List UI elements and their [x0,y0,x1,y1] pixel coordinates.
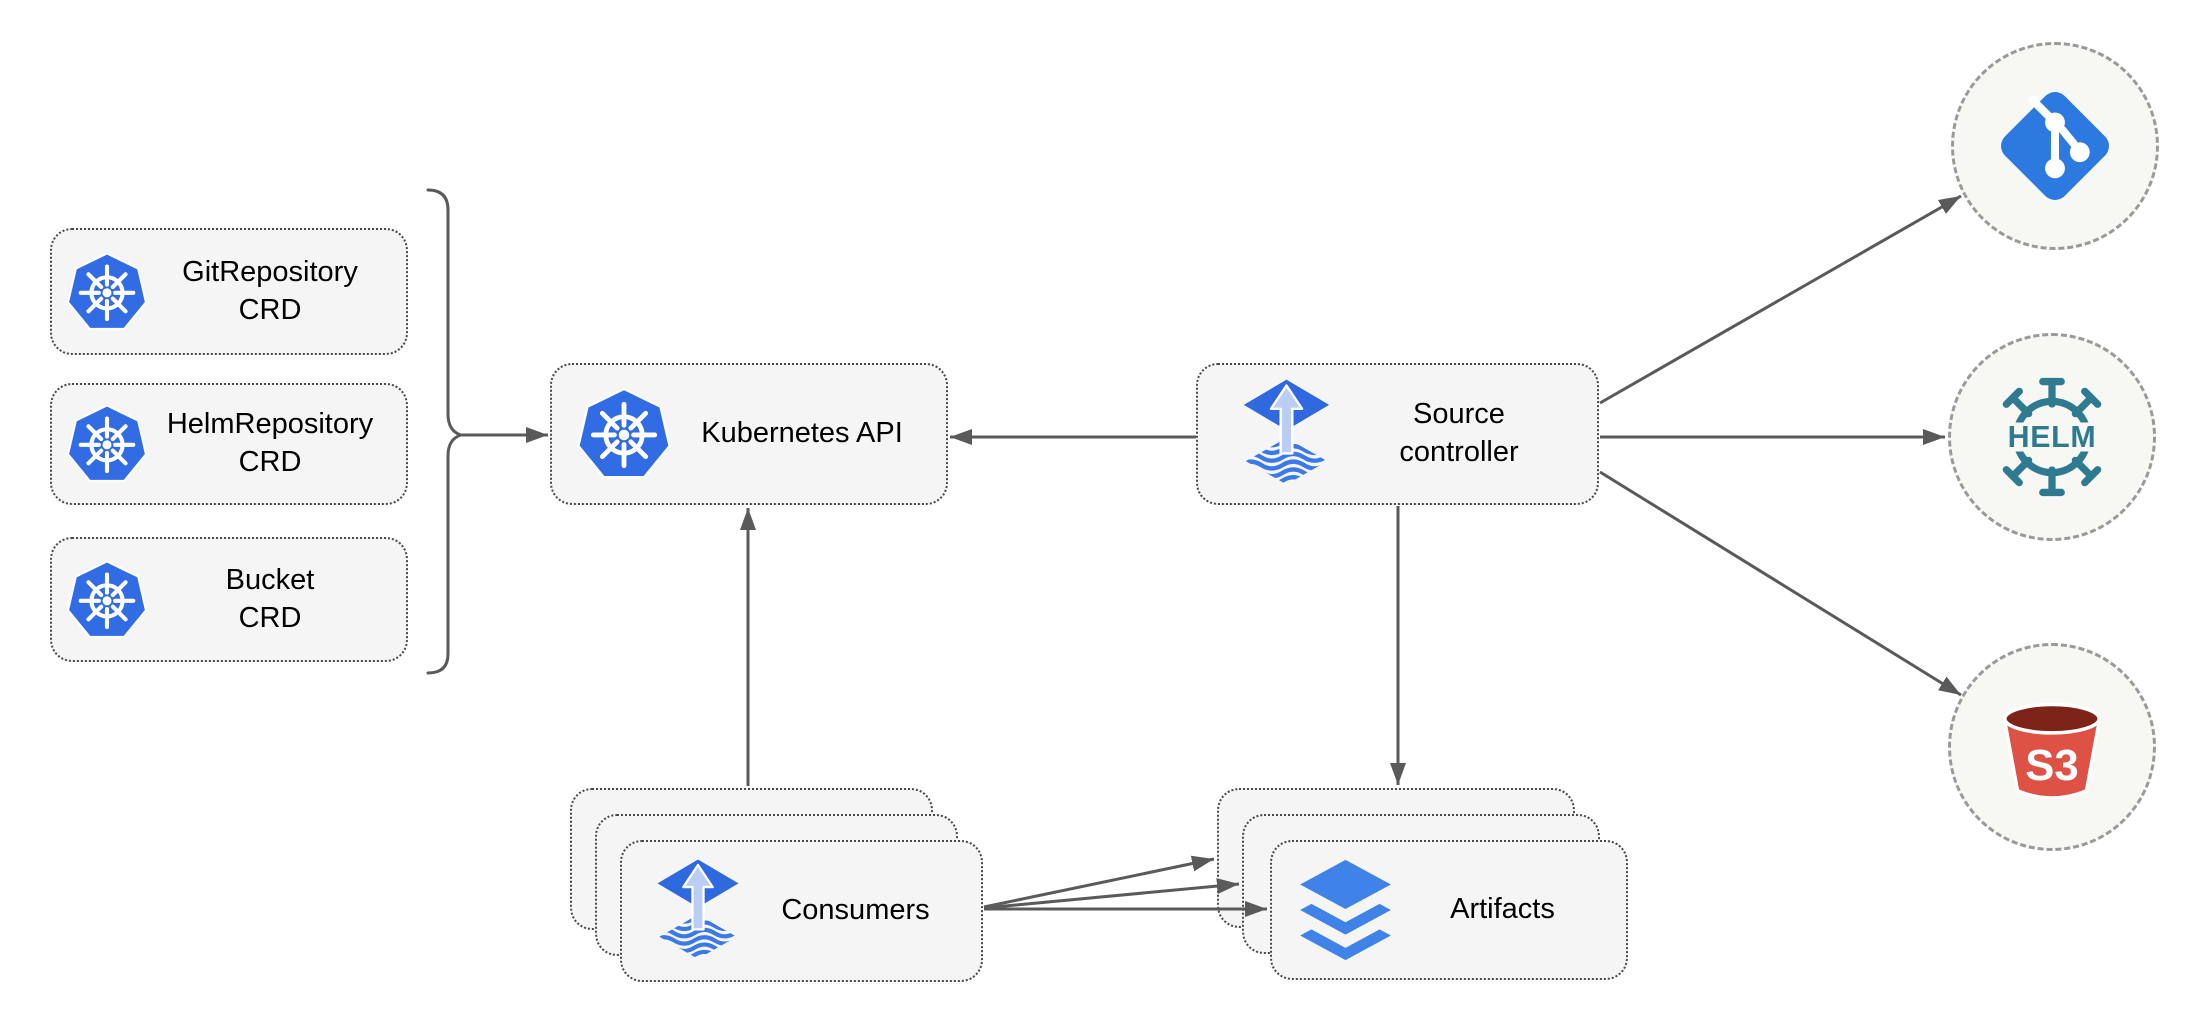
kubernetes-icon [576,386,672,482]
git-icon [2001,92,2109,200]
label-line: CRD [238,601,302,634]
arrow-source-controller-to-git [1599,194,1962,405]
label-line: CRD [238,293,302,326]
external-s3-circle: S3 [1948,643,2156,851]
label-line: HelmRepository [166,408,374,441]
node-label: GitRepository CRD [148,254,406,329]
node-helmrepository-crd: HelmRepository CRD [50,383,408,505]
label-line: CRD [238,446,302,478]
crd-group-brace [426,188,467,675]
node-label: Source controller [1335,396,1597,471]
helm-wordmark: HELM [2008,421,2097,454]
node-kubernetes-api: Kubernetes API [550,363,948,505]
kubernetes-icon [66,403,148,485]
helm-icon: HELM [2001,377,2103,497]
label-line: Bucket [225,563,315,596]
flux-icon [652,855,744,967]
kubernetes-icon [66,559,148,641]
kubernetes-icon [66,251,148,333]
node-label: HelmRepository CRD [148,406,406,481]
node-label: Bucket CRD [148,562,406,637]
node-source-controller: Source controller [1196,363,1599,505]
s3-wordmark: S3 [2025,741,2078,790]
external-git-circle [1951,42,2159,250]
s3-bucket-icon: S3 [2002,702,2102,800]
node-consumers: Consumers [620,840,983,982]
arrow-consumers-to-artifacts-middle [983,878,1240,910]
node-label: Kubernetes API [701,417,903,450]
node-label: Artifacts [1450,893,1555,926]
label-line: controller [1399,436,1519,468]
external-helm-circle: HELM [1948,333,2156,541]
node-artifacts: Artifacts [1270,840,1628,980]
node-gitrepository-crd: GitRepository CRD [50,228,408,355]
node-bucket-crd: Bucket CRD [50,537,408,662]
label-line: Source [1413,398,1505,431]
node-label: Consumers [781,894,930,927]
label-line: GitRepository [182,255,358,288]
arrow-consumers-to-artifacts-back [983,855,1215,909]
layers-icon [1298,858,1393,962]
arrow-source-controller-to-s3 [1599,470,1962,697]
flux-icon [1238,375,1335,493]
